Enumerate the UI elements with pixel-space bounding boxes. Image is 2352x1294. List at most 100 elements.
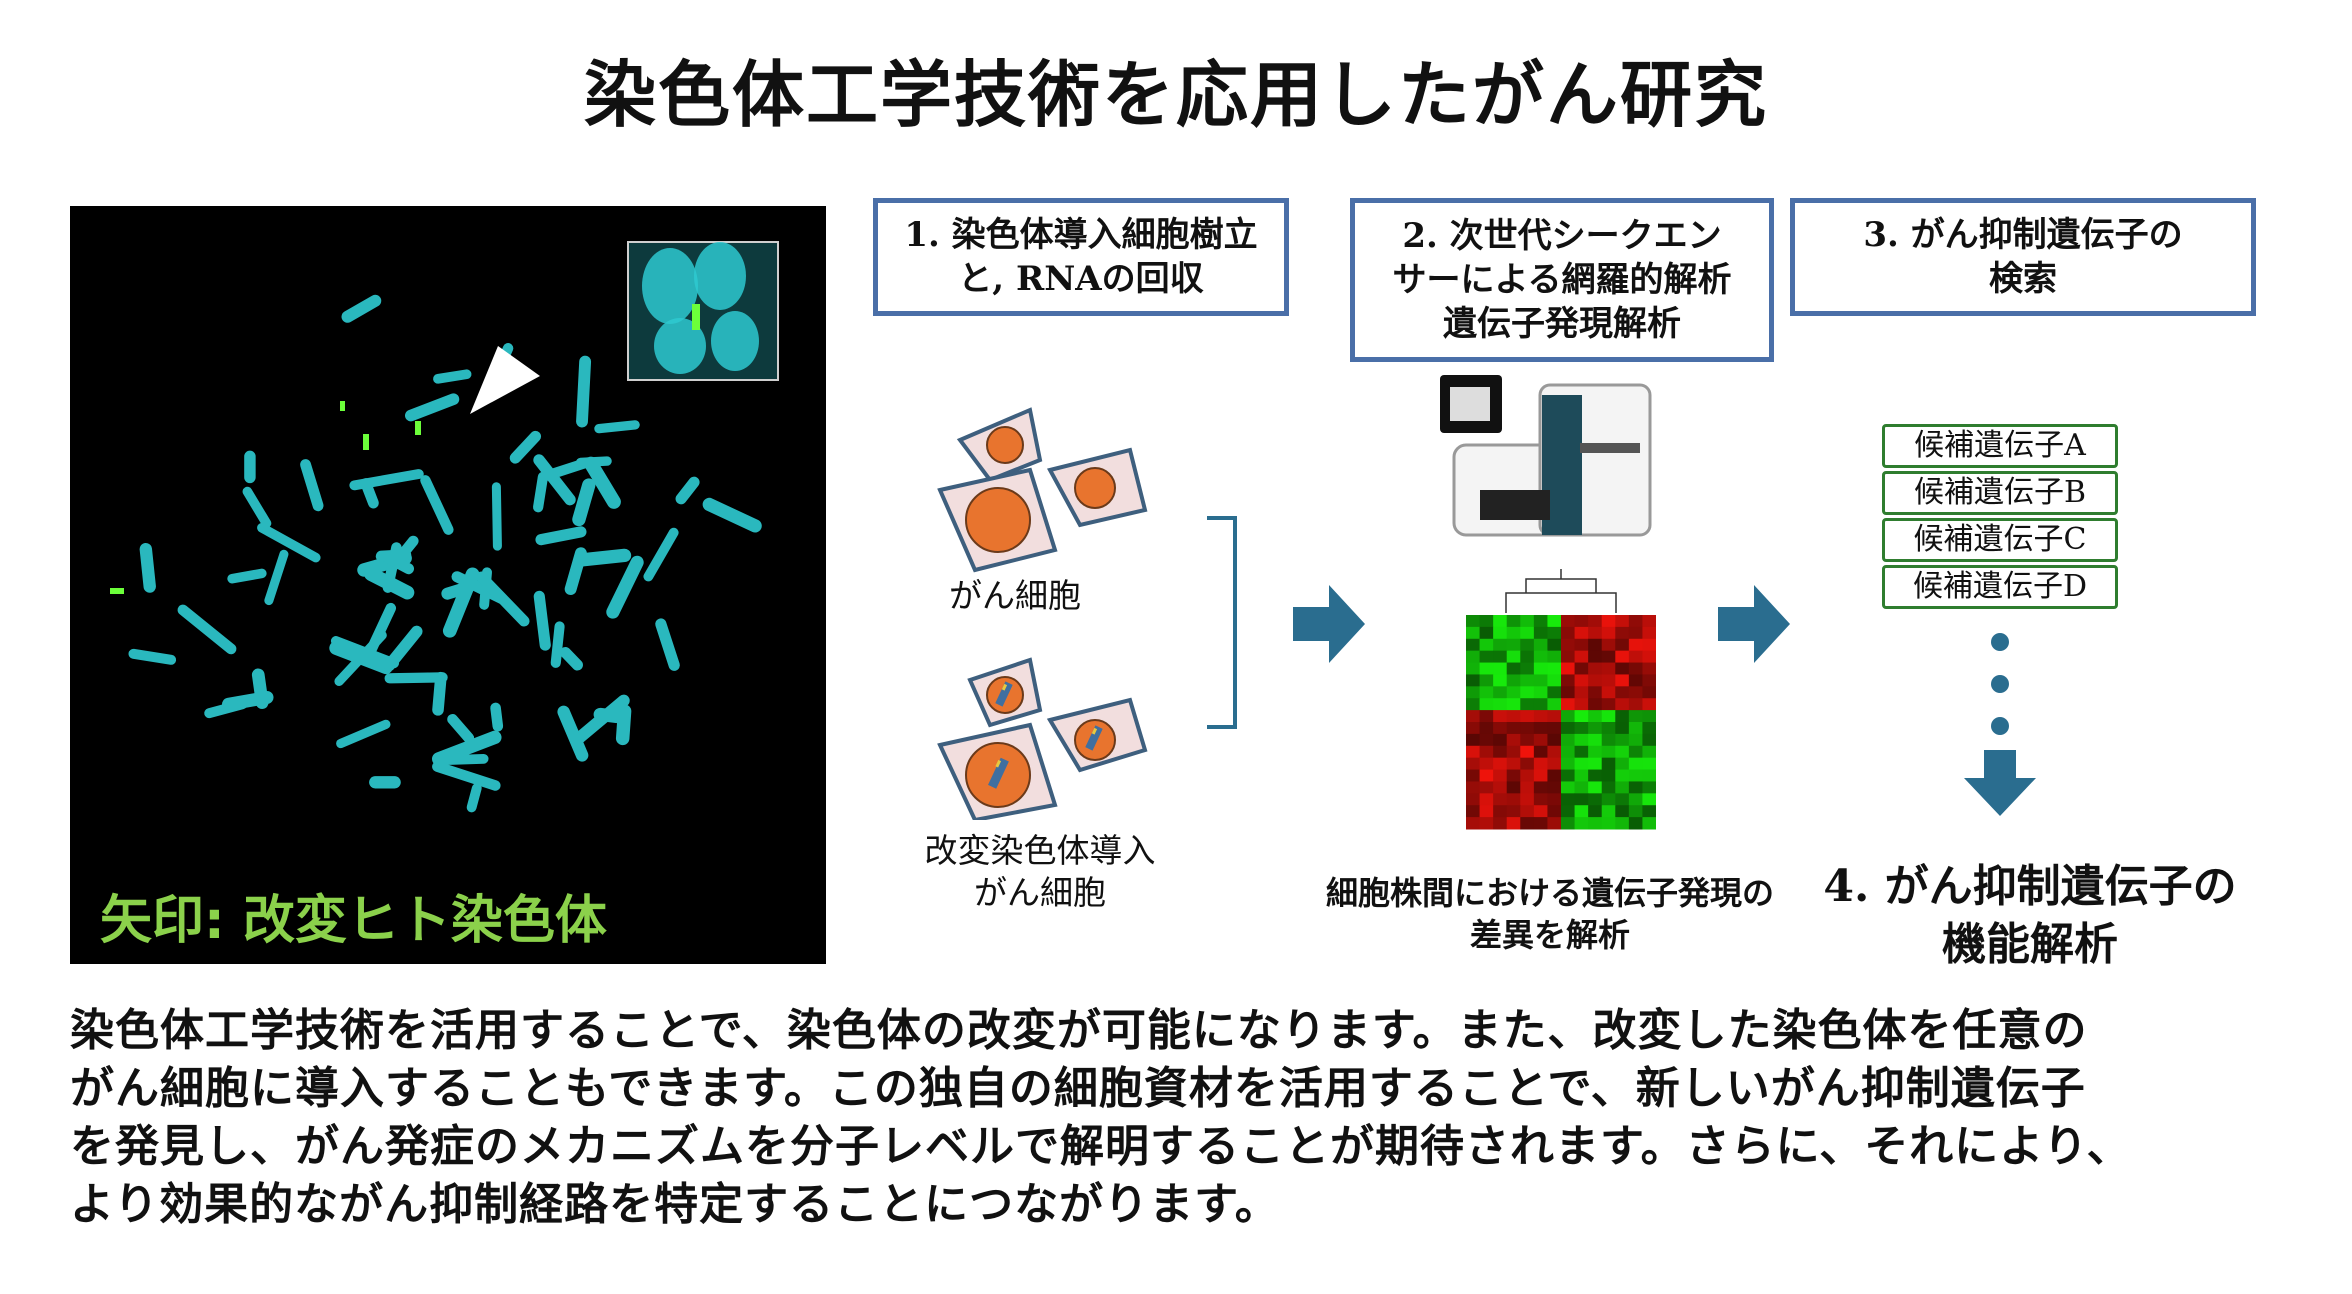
heatmap-cell	[1615, 769, 1630, 782]
heatmap-cell	[1479, 674, 1494, 687]
chromosome	[509, 430, 542, 464]
heatmap-cell	[1615, 805, 1630, 818]
heatmap-cell	[1506, 674, 1521, 687]
arrowhead-icon	[470, 346, 540, 414]
chromosome	[360, 478, 379, 509]
heatmap-cell	[1574, 674, 1589, 687]
heatmap-cell	[1533, 769, 1548, 782]
heatmap-cell	[1601, 710, 1616, 723]
page-title: 染色体工学技術を応用したがん研究	[583, 53, 1768, 137]
heatmap-cell	[1533, 662, 1548, 675]
signal-dot	[363, 434, 369, 450]
heatmap-cell	[1547, 626, 1562, 640]
inset-zoom	[627, 241, 779, 381]
chromosome	[384, 672, 448, 684]
heatmap-cell	[1533, 781, 1548, 794]
chromosome	[576, 355, 592, 428]
heatmap-cell	[1466, 615, 1481, 628]
heatmap-cell	[1574, 805, 1589, 818]
chromosome	[227, 568, 267, 584]
chromosome	[177, 604, 237, 655]
heatmap-cell	[1493, 745, 1508, 759]
chromosome	[490, 702, 504, 732]
chromosome	[575, 548, 632, 567]
heatmap-cell	[1615, 615, 1630, 628]
heatmap-cell	[1628, 805, 1643, 818]
chromosome	[375, 549, 412, 562]
heatmap-cell	[1628, 769, 1643, 782]
chromosome	[362, 602, 397, 664]
heatmap-cell	[1628, 662, 1643, 675]
heatmap-cell	[1506, 817, 1521, 830]
heatmap-cell	[1588, 745, 1603, 759]
heatmap-cell	[1547, 722, 1562, 735]
chromosome	[533, 454, 576, 506]
heatmap-cell	[1574, 638, 1589, 652]
step-2-label: 2. 次世代シークエン サーによる網羅的解析 遺伝子発現解析	[1392, 216, 1732, 344]
heatmap-cell	[1479, 781, 1494, 794]
chromosome	[447, 713, 475, 744]
heatmap-cell	[1533, 686, 1548, 699]
heatmap-cell	[1520, 650, 1535, 664]
final-step-label: 4. がん抑制遺伝子の 機能解析	[1823, 861, 2237, 970]
heatmap-cell	[1574, 757, 1589, 771]
chromosome	[535, 526, 587, 546]
heatmap-cell	[1601, 805, 1616, 818]
heatmap-cell	[1601, 615, 1616, 628]
heatmap-cell	[1601, 769, 1616, 782]
heatmap-cell	[1479, 710, 1494, 723]
heatmap-cell	[1588, 733, 1603, 747]
chromosome	[242, 486, 272, 529]
heatmap-cell	[1628, 817, 1643, 830]
heatmap-cell	[1493, 781, 1508, 794]
step-3-box: 3. がん抑制遺伝子の 検索	[1790, 198, 2256, 316]
chromosome	[594, 420, 640, 434]
heatmap-cell	[1547, 733, 1562, 747]
heatmap-cell	[1615, 733, 1630, 747]
chromosome	[702, 497, 762, 533]
heatmap-cell	[1479, 722, 1494, 735]
analysis-label: 細胞株間における遺伝子発現の 差異を解析	[1325, 874, 1774, 954]
heatmap-cell	[1520, 638, 1535, 652]
heatmap-cell	[1466, 733, 1481, 747]
nucleus	[1074, 467, 1116, 509]
heatmap-cell	[1479, 769, 1494, 782]
heatmap-cell	[1506, 615, 1521, 628]
heatmap-cell	[1574, 769, 1589, 782]
heatmap-cell	[1588, 757, 1603, 771]
heatmap-cell	[1561, 698, 1576, 711]
signal-dot	[110, 588, 124, 594]
heatmap-cell	[1493, 769, 1508, 782]
heatmap-cell	[1642, 710, 1656, 723]
heatmap-cell	[1533, 674, 1548, 687]
heatmap-cell	[1601, 650, 1616, 664]
heatmap-cell	[1493, 638, 1508, 652]
heatmap-cell	[1574, 793, 1589, 806]
heatmap-cell	[1588, 698, 1603, 711]
heatmap-cell	[1493, 615, 1508, 628]
heatmap-cell	[1547, 710, 1562, 723]
chromosome	[204, 699, 248, 719]
step-1-box: 1. 染色体導入細胞樹立 と, RNAの回収	[873, 198, 1289, 316]
heatmap-cell	[1628, 781, 1643, 794]
heatmap-cell	[1506, 686, 1521, 699]
modified-chromosome-icon	[1085, 725, 1103, 751]
heatmap-cell	[1588, 638, 1603, 652]
heatmap-cell	[1520, 733, 1535, 747]
heatmap-cell	[1520, 710, 1535, 723]
heatmap-cell	[1506, 710, 1521, 723]
heatmap-cell	[1615, 722, 1630, 735]
heatmap-cell	[1520, 769, 1535, 782]
heatmap-cell	[1574, 615, 1589, 628]
heatmap-cell	[1506, 662, 1521, 675]
heatmap-cell	[1506, 733, 1521, 747]
heatmap-cell	[1506, 781, 1521, 794]
chromosome	[404, 393, 460, 422]
signal-dot	[415, 421, 421, 435]
chromosome	[364, 567, 415, 600]
heatmap-cell	[1547, 793, 1562, 806]
chromosome	[128, 648, 177, 665]
heatmap-cell	[1561, 638, 1576, 652]
heatmap-cell	[1506, 626, 1521, 640]
heatmap-cell	[1561, 626, 1576, 640]
